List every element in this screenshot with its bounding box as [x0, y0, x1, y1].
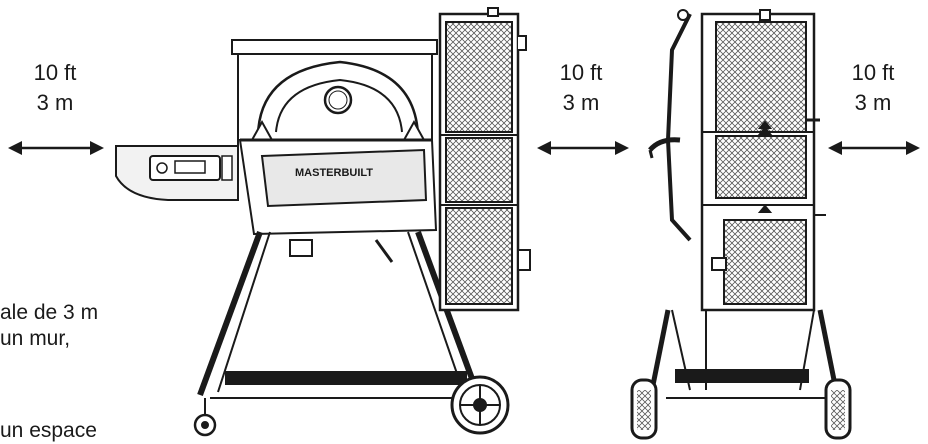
text-fragment-1: ale de 3 m — [0, 301, 99, 324]
grill-side-view — [630, 9, 852, 440]
text-fragment-2: un mur, — [0, 327, 71, 350]
right-clearance-label: 10 ft 3 m — [838, 58, 908, 118]
right-clearance-meters: 3 m — [854, 90, 892, 115]
right-clearance-feet: 10 ft — [851, 60, 895, 85]
left-clearance-meters: 3 m — [36, 90, 74, 115]
controller-display — [174, 160, 206, 174]
left-clearance-label: 10 ft 3 m — [20, 58, 90, 118]
grill-front-view: MASTERBUILT — [115, 7, 531, 437]
middle-clearance-feet: 10 ft — [559, 60, 603, 85]
brand-logo: MASTERBUILT — [295, 167, 373, 179]
middle-double-arrow-icon — [537, 141, 629, 155]
middle-clearance-meters: 3 m — [562, 90, 600, 115]
left-clearance-feet: 10 ft — [33, 60, 77, 85]
right-double-arrow-icon — [828, 141, 920, 155]
left-double-arrow-icon — [8, 141, 104, 155]
controller-knob-icon — [156, 162, 168, 174]
middle-clearance-label: 10 ft 3 m — [546, 58, 616, 118]
text-fragment-3: un espace — [0, 419, 97, 442]
